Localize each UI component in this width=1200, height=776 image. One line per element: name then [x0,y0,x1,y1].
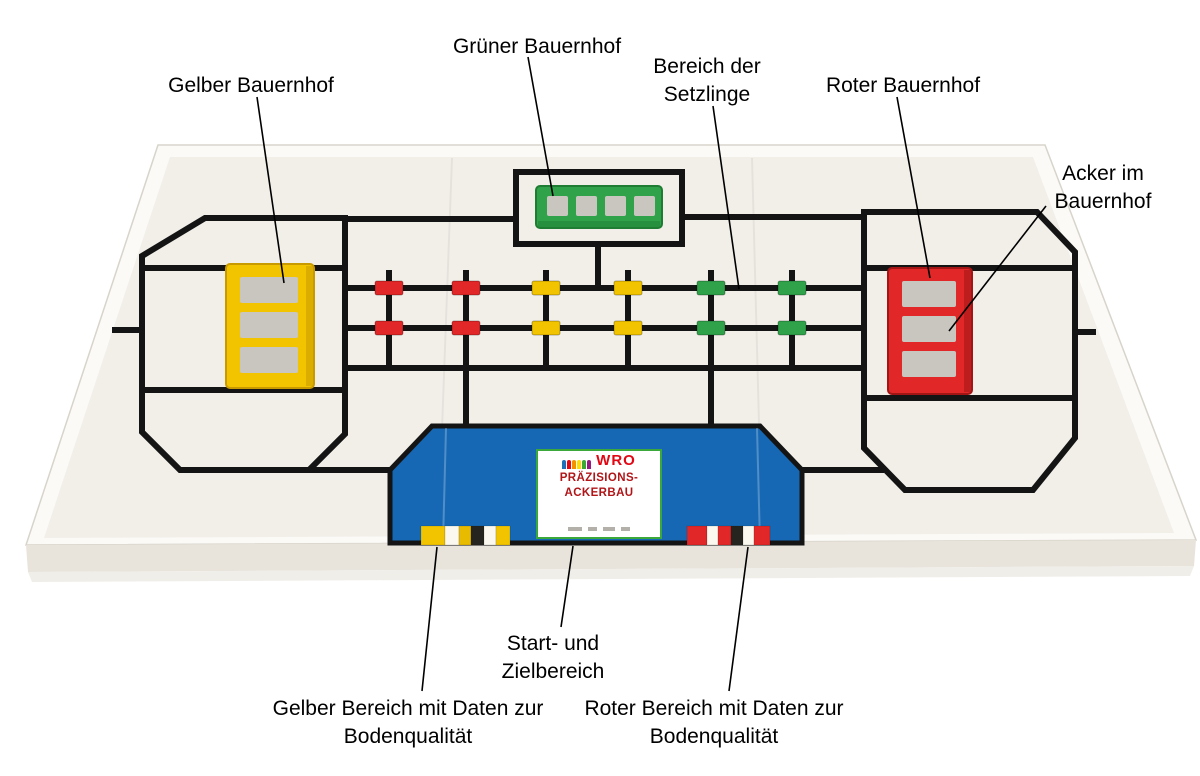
farm-cell [634,196,655,216]
annotation-yellow-farm: Gelber Bauernhof [168,74,334,97]
soil-stripe [470,525,485,546]
soil-stripe [717,525,732,546]
seedling-marker-yellow [613,280,643,296]
seedling-marker-red [451,280,481,296]
seedling-marker-green [696,320,726,336]
wro-figures-icon [562,460,592,469]
leader-lines [256,56,1047,692]
yellow-soil-data-block [420,525,511,546]
sponsor-logos-row [568,527,630,531]
board [24,144,1198,582]
mat-seam [442,427,447,544]
farm-cell [240,347,298,373]
seedling-marker-yellow [531,320,561,336]
sponsor-logo [621,527,630,531]
yellow-farm-zone-outline [139,215,348,473]
soil-stripe [753,525,771,546]
soil-stripe [730,525,744,546]
sign-title-line1: PRÄZISIONS- [559,472,639,484]
track-lines [112,169,1096,493]
seedling-marker-red [374,280,404,296]
farm-cell [902,281,956,307]
seedling-markers [374,280,807,336]
farm-cell [576,196,597,216]
annotation-seedling-area: Bereich der Setzlinge [653,55,761,106]
leader-line-red-farm [896,96,931,279]
annotation-red-farm: Roter Bauernhof [825,74,981,97]
seedling-marker-yellow [531,280,561,296]
seedling-marker-green [696,280,726,296]
soil-stripe [444,525,460,546]
farm-cell [605,196,626,216]
seedling-marker-yellow [613,320,643,336]
seedling-marker-red [451,320,481,336]
leader-line-green-farm [527,56,554,197]
soil-stripe [483,525,497,546]
green-farm-frame [535,185,663,229]
yellow-farm-structure [225,263,315,389]
red-farm-zone-outline [861,209,1078,493]
leader-line-start-finish [560,545,574,628]
yellow-farm-edge [306,266,313,386]
mat-seam [756,427,761,544]
board-shadow [28,566,1194,582]
farm-cell [547,196,568,216]
annotation-green-farm: Grüner Bauernhof [452,35,622,58]
green-farm-edge [538,221,660,227]
leader-line-red-soil-data [728,546,749,692]
soil-stripe [420,525,446,546]
sponsor-logo [568,527,582,531]
farm-cell [902,316,956,342]
annotation-farm-field: Acker im Bauernhof [1054,162,1152,213]
start-zone-sign: WRO PRÄZISIONS- ACKERBAU [536,449,662,539]
soil-stripe [742,525,755,546]
annotation-yellow-soil-data: Gelber Bereich mit Daten zur Bodenqualit… [272,697,544,748]
green-farm-structure [535,185,663,229]
soil-stripe [686,525,708,546]
annotation-start-finish: Start- und Zielbereich [501,632,605,683]
seedling-marker-green [777,320,807,336]
soil-stripe [458,525,472,546]
seedling-marker-red [374,320,404,336]
leader-line-farm-field [948,205,1047,332]
wro-logo-text: WRO [596,452,636,469]
farm-cell [902,351,956,377]
red-farm-structure [887,267,973,395]
soil-stripe [495,525,511,546]
board-front-edge [26,540,1196,572]
wro-logo: WRO [562,452,636,469]
farm-cell [240,312,298,338]
sign-title-line2: ACKERBAU [564,486,634,499]
field-mat [44,157,1174,538]
seedling-marker-green [777,280,807,296]
red-soil-data-block [686,525,771,546]
annotation-red-soil-data: Roter Bereich mit Daten zur Bodenqualitä… [584,697,844,748]
red-farm-edge [964,270,971,392]
leader-line-yellow-farm [256,96,285,284]
farm-cell [240,277,298,303]
sponsor-logo [588,527,597,531]
leader-line-yellow-soil-data [421,546,438,692]
soil-stripe [706,525,719,546]
leader-line-seedling-area [712,105,740,290]
sponsor-logo [603,527,615,531]
